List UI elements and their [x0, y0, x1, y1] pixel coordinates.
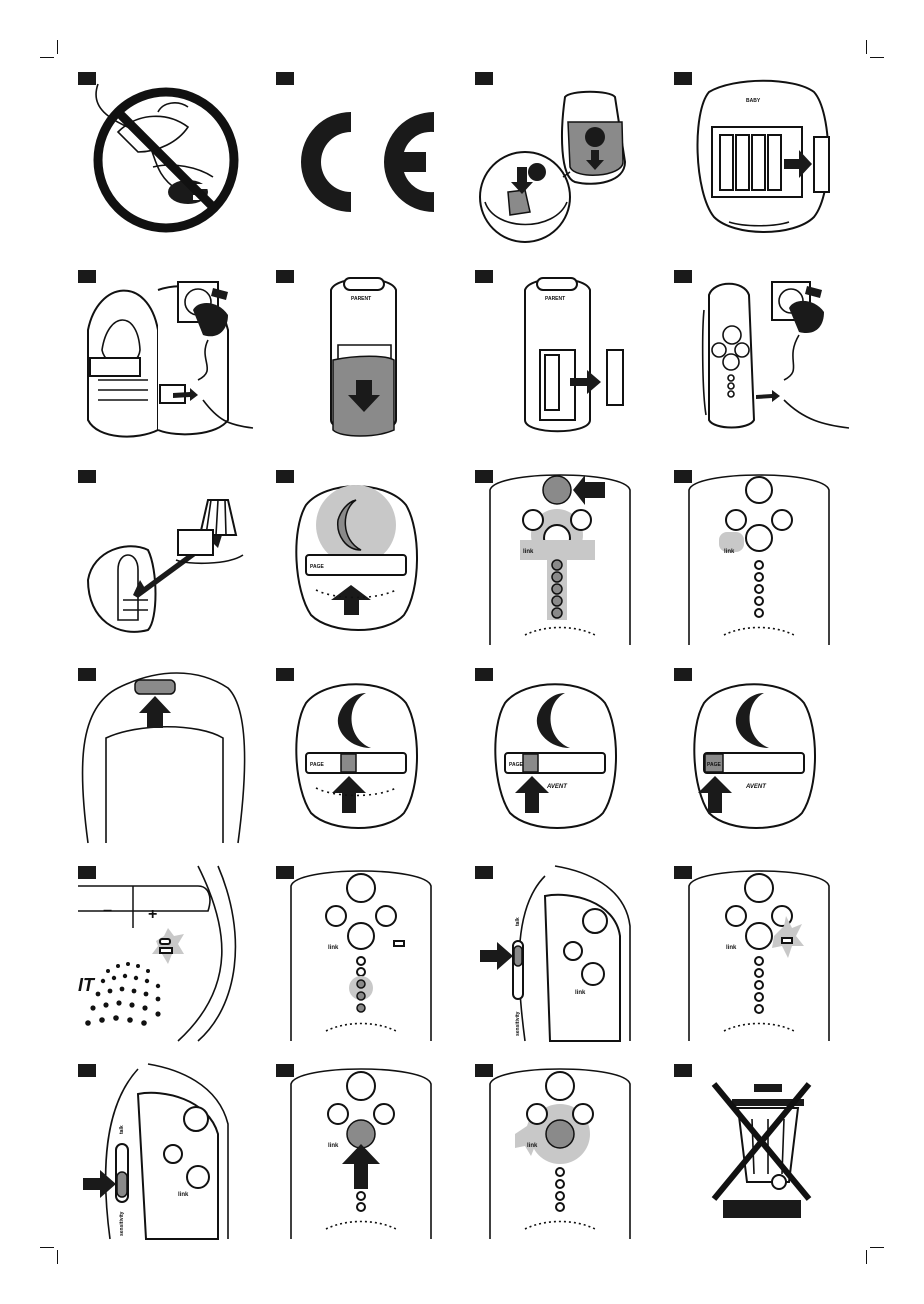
panel-20: link — [674, 866, 854, 1041]
remove-parent-cover-icon: PARENT — [276, 270, 456, 445]
play-button-icon: PAGE AVENT — [475, 668, 655, 843]
link-label: link — [527, 1143, 538, 1149]
crop-mark — [870, 1247, 884, 1248]
link-label: link — [328, 945, 339, 951]
link-label: link — [724, 549, 735, 555]
crop-mark — [57, 40, 58, 54]
sound-level-lights-icon: link — [276, 866, 456, 1041]
speaker-grille — [85, 962, 160, 1026]
panel-17: − + IT — [78, 866, 258, 1041]
page-button-icon: PAGE AVENT — [674, 668, 854, 843]
page-label: PAGE — [707, 762, 721, 768]
panel-13 — [78, 668, 258, 843]
panel-21: link talk sensitivity — [78, 1064, 258, 1239]
parent-label: PARENT — [351, 296, 371, 302]
talk-button-icon: link talk sensitivity — [475, 866, 655, 1041]
open-battery-compartment-icon — [475, 72, 655, 247]
panel-4: BABY — [674, 72, 854, 247]
panel-12: link — [674, 470, 854, 645]
press-link-button-icon: link — [276, 1064, 456, 1239]
place-baby-unit-distance-icon — [78, 470, 258, 645]
brand-label: AVENT — [745, 784, 767, 790]
crop-mark — [40, 1247, 54, 1248]
minus-label: − — [103, 903, 112, 920]
battery-light-parent-icon: link — [674, 866, 854, 1041]
link-label: link — [328, 1143, 339, 1149]
no-cable-strangulation-icon — [78, 72, 258, 247]
panel-6: PARENT — [276, 270, 456, 445]
page-label: PAGE — [310, 564, 324, 570]
weee-black-bar — [723, 1200, 801, 1218]
battery-light-baby-icon: − + IT — [78, 866, 258, 1041]
panel-22: link — [276, 1064, 456, 1239]
press-power-baby-unit-icon: PAGE — [276, 470, 456, 645]
crop-mark — [866, 40, 867, 54]
page-label: PAGE — [310, 762, 324, 768]
lullaby-button-icon: PAGE — [276, 668, 456, 843]
insert-batteries-baby-unit-icon: BABY — [674, 72, 854, 247]
crop-mark — [40, 57, 54, 58]
panel-15: PAGE AVENT — [475, 668, 655, 843]
talk-label: talk — [119, 1125, 125, 1134]
panel-5 — [78, 270, 258, 445]
parent-label: PARENT — [545, 296, 565, 302]
panel-1 — [78, 72, 258, 247]
night-light-button-icon — [78, 668, 258, 843]
link-out-of-range-icon: link — [475, 1064, 655, 1239]
page-label: PAGE — [509, 762, 523, 768]
talk-label: talk — [515, 917, 521, 926]
panel-2 — [276, 72, 456, 247]
panel-16: PAGE AVENT — [674, 668, 854, 843]
sensitivity-label: sensitivity — [119, 1211, 125, 1236]
plug-adapter-parent-unit-icon — [674, 270, 854, 445]
link-label: link — [178, 1192, 189, 1198]
panel-11: link — [475, 470, 655, 645]
baby-label: BABY — [746, 98, 761, 104]
link-label: link — [523, 549, 534, 555]
plus-label: + — [148, 906, 157, 923]
crop-mark — [870, 57, 884, 58]
panel-7: PARENT — [475, 270, 655, 445]
sensitivity-label: sensitivity — [515, 1011, 521, 1036]
panel-10: PAGE — [276, 470, 456, 645]
panel-19: link talk sensitivity — [475, 866, 655, 1041]
panel-14: PAGE — [276, 668, 456, 843]
link-label: link — [575, 990, 586, 996]
link-light-icon: link — [674, 470, 854, 645]
crop-mark — [57, 1250, 58, 1264]
insert-battery-parent-unit-icon: PARENT — [475, 270, 655, 445]
ce-mark-icon — [276, 72, 456, 247]
brand-fragment: IT — [78, 975, 96, 995]
panel-9 — [78, 470, 258, 645]
panel-3 — [475, 72, 655, 247]
panel-18: link — [276, 866, 456, 1041]
plug-adapter-baby-unit-icon — [78, 270, 258, 445]
panel-8 — [674, 270, 854, 445]
sensitivity-switch-icon: link talk sensitivity — [78, 1064, 258, 1239]
crop-mark — [866, 1250, 867, 1264]
press-power-parent-unit-icon: link — [475, 470, 655, 645]
link-label: link — [726, 945, 737, 951]
panel-23: link — [475, 1064, 655, 1239]
brand-label: AVENT — [546, 784, 568, 790]
